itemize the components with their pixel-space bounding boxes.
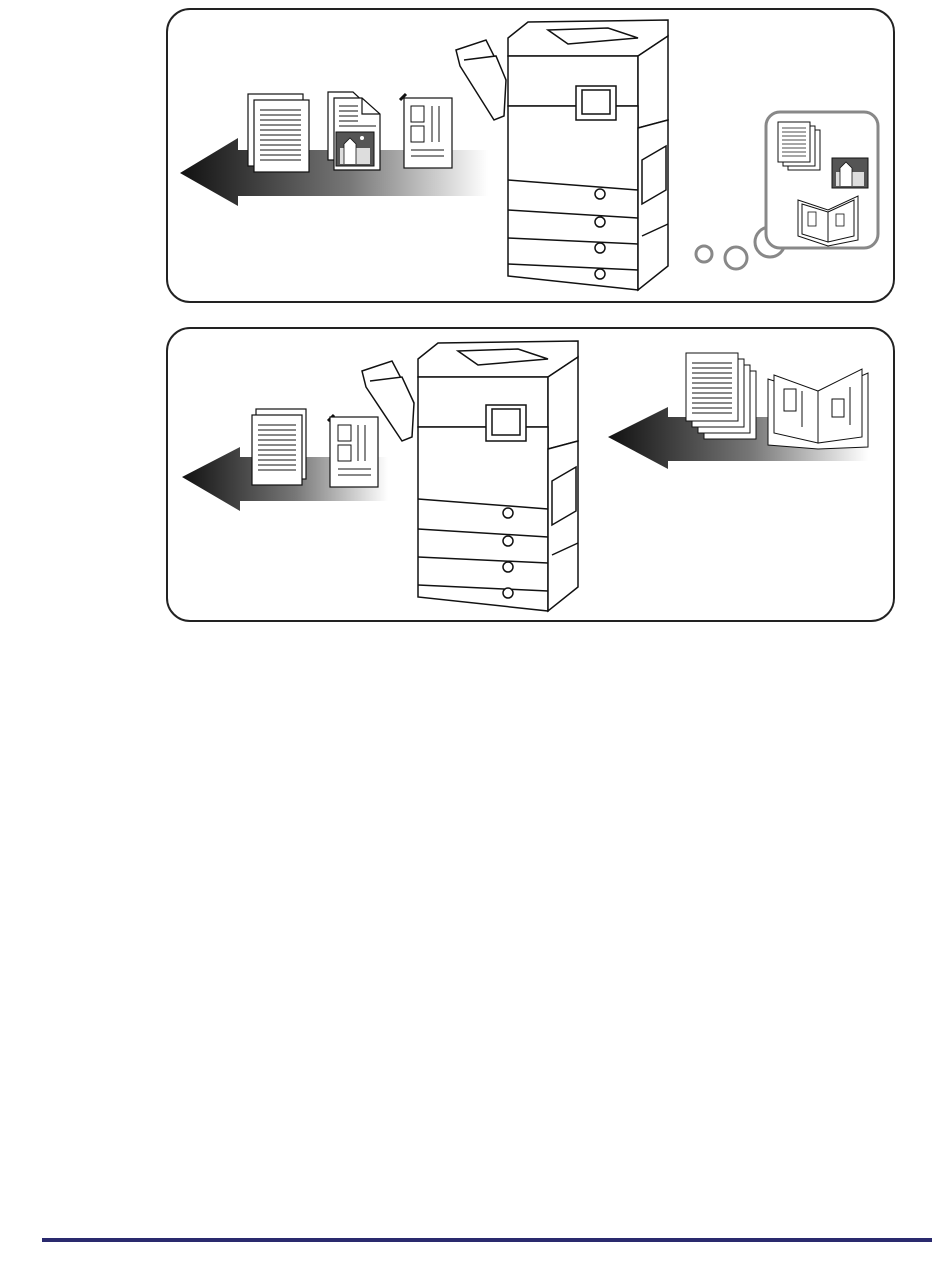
stacked-pages-icon bbox=[778, 122, 820, 170]
photo-page-icon bbox=[328, 92, 380, 170]
stacked-pages-icon bbox=[686, 353, 756, 439]
copier-machine-icon bbox=[362, 341, 578, 611]
footer-rule bbox=[42, 1238, 932, 1242]
bottom-panel-illustration bbox=[168, 329, 895, 622]
thought-bubble-small bbox=[696, 246, 712, 262]
top-panel-illustration bbox=[168, 10, 895, 303]
illustration-panel-bottom bbox=[166, 327, 895, 622]
thought-bubble-medium bbox=[725, 247, 747, 269]
photo-icon bbox=[832, 158, 868, 188]
text-page-icon bbox=[252, 409, 306, 485]
booklet-icon bbox=[768, 369, 868, 449]
layout-page-icon bbox=[328, 415, 378, 487]
layout-page-icon bbox=[400, 94, 452, 168]
text-page-icon bbox=[248, 94, 309, 172]
illustration-panel-top bbox=[166, 8, 895, 303]
